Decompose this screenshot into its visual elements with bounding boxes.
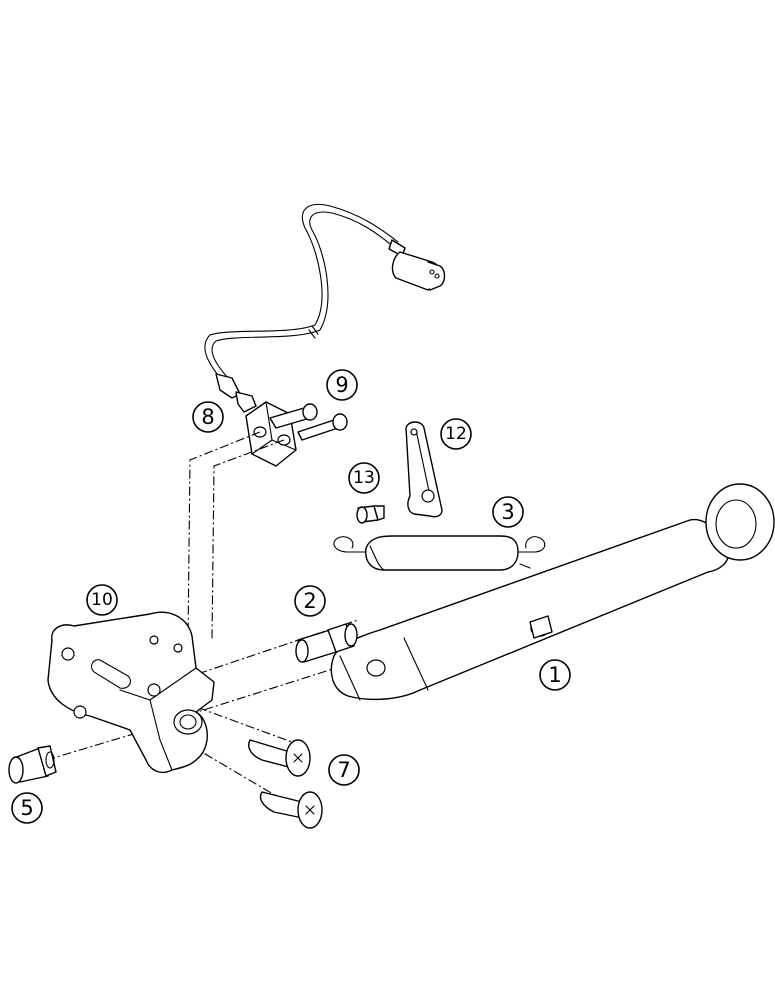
svg-text:9: 9 [335, 373, 348, 397]
bolt-lower [259, 791, 323, 829]
callout-7: 7 [328, 754, 360, 786]
cable-connector [388, 239, 446, 291]
bolt-upper [248, 739, 311, 777]
callout-5: 5 [11, 792, 43, 824]
callout-12: 12 [440, 418, 472, 450]
svg-text:10: 10 [91, 590, 113, 610]
callout-10: 10 [86, 584, 118, 616]
callout-1: 1 [539, 659, 571, 691]
return-spring [333, 535, 546, 571]
svg-text:13: 13 [353, 468, 375, 488]
svg-text:3: 3 [501, 500, 514, 524]
callout-13: 13 [348, 462, 380, 494]
svg-text:7: 7 [337, 758, 350, 782]
sensor-cable [204, 204, 399, 381]
callout-2: 2 [294, 585, 326, 617]
small-screw [356, 505, 385, 524]
pivot-pin [295, 623, 358, 663]
callout-9: 9 [326, 369, 358, 401]
callout-3: 3 [492, 496, 524, 528]
screw-pair [269, 403, 348, 441]
sensor-lever [405, 421, 443, 518]
svg-text:5: 5 [20, 796, 33, 820]
stand-bracket [47, 611, 215, 774]
bushing [8, 745, 57, 784]
svg-text:12: 12 [445, 424, 467, 444]
callout-8: 8 [192, 401, 224, 433]
svg-text:8: 8 [201, 405, 214, 429]
svg-text:1: 1 [548, 663, 561, 687]
side-stand [330, 483, 775, 701]
svg-text:2: 2 [303, 589, 316, 613]
